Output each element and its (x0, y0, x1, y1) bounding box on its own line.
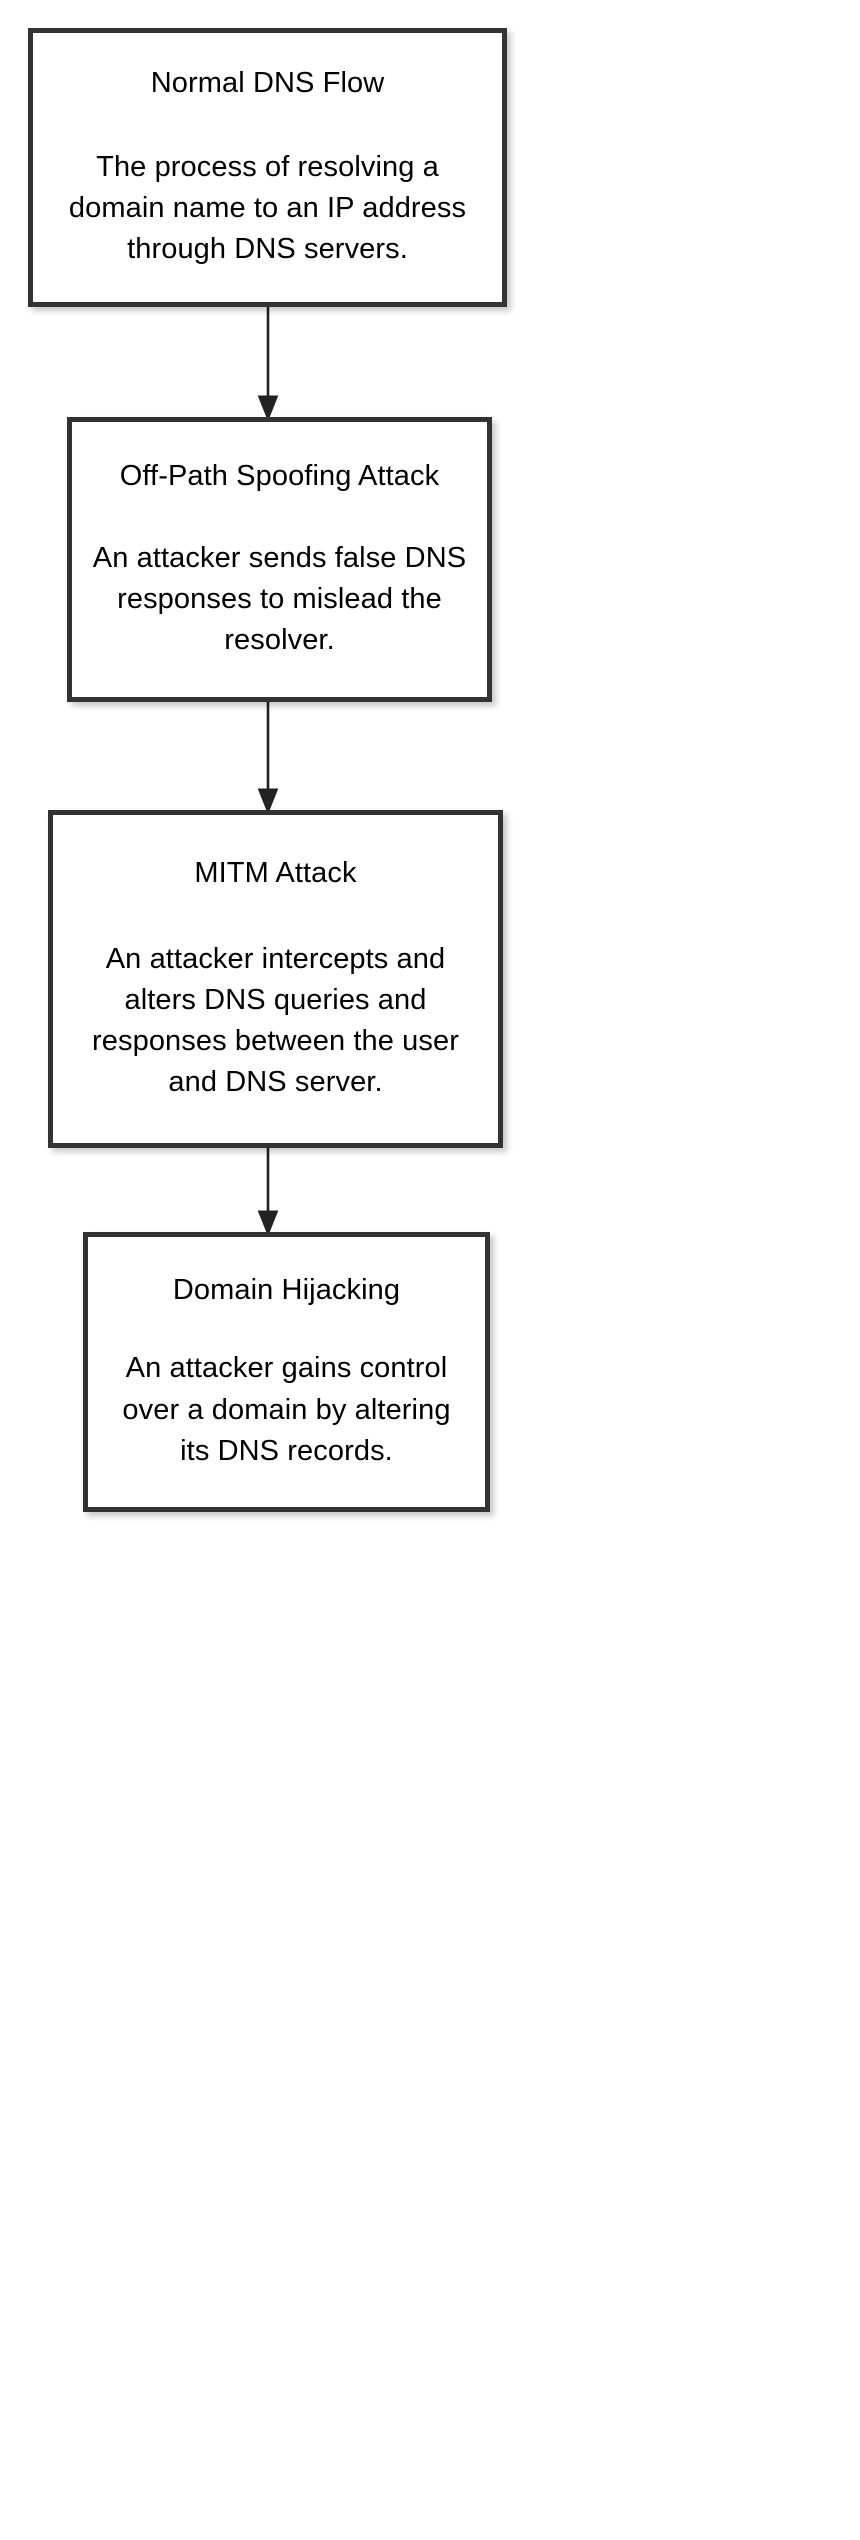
node-description-normal-dns-flow: The process of resolving a domain name t… (68, 150, 467, 266)
node-title-domain-hijacking: Domain Hijacking (172, 1274, 401, 1307)
flow-node-mitm-attack[interactable]: MITM Attack An attacker intercepts and a… (48, 810, 503, 1148)
flow-node-normal-dns-flow[interactable]: Normal DNS Flow The process of resolving… (28, 28, 507, 307)
node-description-off-path-spoofing-attack: An attacker sends false DNS responses to… (92, 541, 467, 657)
node-description-mitm-attack: An attacker intercepts and alters DNS qu… (92, 942, 459, 1099)
node-description-domain-hijacking: An attacker gains control over a domain … (122, 1352, 451, 1467)
node-title-mitm-attack: MITM Attack (194, 856, 357, 889)
flow-node-off-path-spoofing-attack[interactable]: Off-Path Spoofing Attack An attacker sen… (67, 417, 492, 702)
node-title-off-path-spoofing-attack: Off-Path Spoofing Attack (119, 459, 440, 492)
node-title-normal-dns-flow: Normal DNS Flow (150, 66, 385, 99)
flow-node-domain-hijacking[interactable]: Domain Hijacking An attacker gains contr… (83, 1232, 490, 1512)
